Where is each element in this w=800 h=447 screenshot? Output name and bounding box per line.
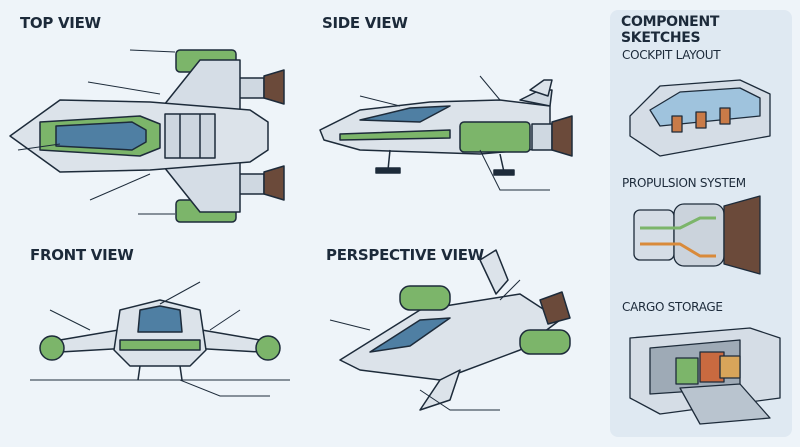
side-view-label: SIDE VIEW bbox=[322, 14, 408, 32]
front-view-label: FRONT VIEW bbox=[30, 246, 134, 264]
side-view-drawing bbox=[319, 75, 573, 191]
propulsion-system-label: PROPULSION SYSTEM bbox=[622, 176, 746, 190]
cargo-storage-label: CARGO STORAGE bbox=[622, 300, 723, 314]
front-view-drawing bbox=[30, 281, 290, 397]
propulsion-sketch bbox=[633, 195, 761, 275]
cockpit-sketch bbox=[629, 79, 771, 157]
cockpit-layout-label: COCKPIT LAYOUT bbox=[622, 48, 721, 62]
perspective-view-label: PERSPECTIVE VIEW bbox=[326, 246, 484, 264]
top-view-label: TOP VIEW bbox=[20, 14, 101, 32]
component-sketches-title: COMPONENT SKETCHES bbox=[621, 14, 720, 46]
perspective-view-drawing bbox=[329, 249, 571, 411]
cargo-sketch bbox=[629, 327, 781, 425]
top-view-drawing bbox=[9, 49, 285, 223]
